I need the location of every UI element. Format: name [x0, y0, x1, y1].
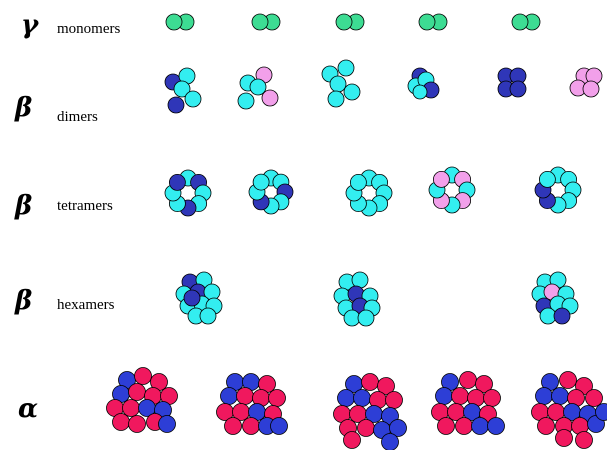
subunit-circle: [576, 432, 593, 449]
subunit-circle: [200, 308, 216, 324]
subunit-circle: [159, 416, 176, 433]
dimer-1: [165, 68, 201, 113]
subunit-circle: [168, 97, 184, 113]
subunit-circle: [237, 388, 254, 405]
tetramer-5: [535, 167, 581, 213]
subunit-circle: [358, 420, 375, 437]
dimer-2: [238, 67, 278, 109]
subunit-circle: [185, 91, 201, 107]
subunit-circle: [350, 174, 366, 190]
subunit-circle: [419, 14, 435, 30]
monomer-2: [252, 14, 280, 30]
subunit-circle: [330, 76, 346, 92]
subunit-circle: [554, 308, 570, 324]
subunit-circle: [586, 390, 603, 407]
subunit-circle: [413, 85, 427, 99]
subunit-circle: [338, 390, 355, 407]
subunit-circle: [252, 14, 268, 30]
subunit-circle: [552, 388, 569, 405]
monomer-4: [419, 14, 447, 30]
subunit-circle: [456, 418, 473, 435]
subunit-circle: [540, 308, 556, 324]
subunit-circle: [460, 372, 477, 389]
subunit-circle: [129, 384, 146, 401]
hexamer-3: [532, 272, 578, 324]
alpha-assembly-4: [432, 372, 505, 435]
subunit-circle: [433, 171, 449, 187]
subunit-circle: [556, 430, 573, 447]
subunit-circle: [269, 390, 286, 407]
subunit-circle: [382, 434, 399, 450]
subunit-circle: [436, 388, 453, 405]
subunit-circle: [338, 60, 354, 76]
tetramer-2: [249, 170, 293, 214]
subunit-circle: [488, 418, 505, 435]
dimer-6: [570, 68, 602, 97]
subunit-circle: [386, 392, 403, 409]
subunit-circle: [536, 388, 553, 405]
subunit-circle: [253, 174, 269, 190]
subunit-circle: [510, 81, 526, 97]
alpha-assembly-3: [334, 374, 407, 450]
dimer-4: [408, 68, 439, 99]
subunit-circle: [362, 374, 379, 391]
subunit-circle: [328, 91, 344, 107]
monomer-3: [336, 14, 364, 30]
tetramer-1: [165, 170, 211, 216]
subunit-circle: [166, 14, 182, 30]
subunit-circle: [225, 418, 242, 435]
subunit-circle: [184, 290, 200, 306]
hexamer-2: [334, 272, 380, 326]
subunit-circle: [560, 372, 577, 389]
subunit-circle: [336, 14, 352, 30]
monomer-5: [512, 14, 540, 30]
subunit-circle: [271, 418, 288, 435]
subunit-circle: [583, 81, 599, 97]
subunit-circle: [452, 388, 469, 405]
subunit-circle: [169, 174, 185, 190]
tetramer-3: [346, 170, 392, 216]
subunit-circle: [484, 390, 501, 407]
subunit-circle: [221, 388, 238, 405]
subunit-circle: [243, 418, 260, 435]
subunit-circle: [135, 368, 152, 385]
subunit-circle: [238, 93, 254, 109]
subunit-circle: [344, 84, 360, 100]
subunit-circle: [344, 432, 361, 449]
monomer-1: [166, 14, 194, 30]
subunit-circle: [438, 418, 455, 435]
subunit-circle: [129, 416, 146, 433]
alpha-assembly-1: [107, 368, 178, 433]
subunit-circle: [538, 418, 555, 435]
dimer-3: [322, 60, 360, 107]
alpha-assembly-2: [217, 374, 288, 435]
tetramer-4: [429, 167, 475, 213]
subunit-circle: [472, 418, 489, 435]
subunit-circle: [123, 400, 140, 417]
subunit-circle: [354, 390, 371, 407]
subunit-circle: [512, 14, 528, 30]
subunit-circle: [358, 310, 374, 326]
alpha-assembly-5: [532, 372, 607, 449]
hexamer-1: [176, 272, 222, 324]
subunit-circle: [262, 90, 278, 106]
subunit-circle: [352, 272, 368, 288]
dimer-5: [498, 68, 526, 97]
subunit-circle: [539, 171, 555, 187]
subunit-circle: [113, 414, 130, 431]
